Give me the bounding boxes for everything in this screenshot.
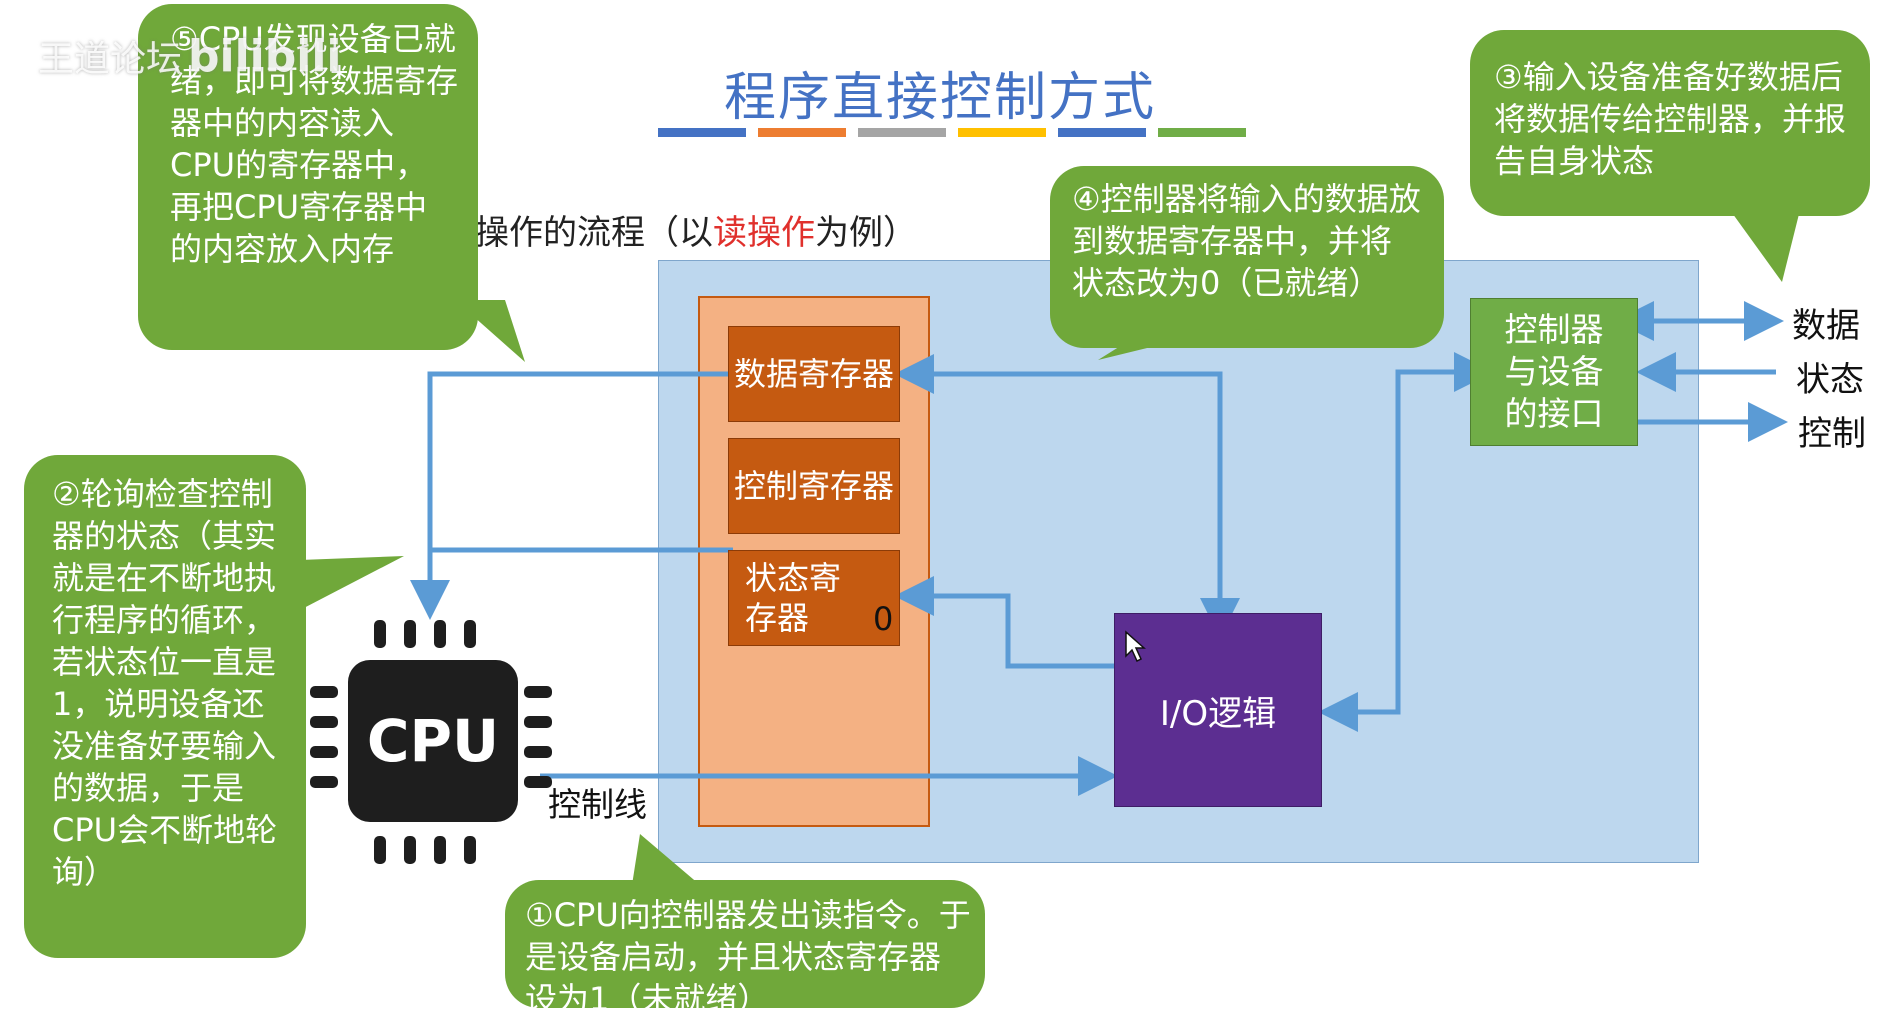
title-underline-segment: [1158, 128, 1246, 137]
cpu-label: CPU: [366, 707, 500, 775]
subtitle-highlight: 读操作: [713, 213, 815, 253]
interface-to-io-logic-line: [1318, 352, 1494, 732]
step4-bubble: ④控制器将输入的数据放到数据寄存器中，并将状态改为0（已就绪）: [1050, 166, 1444, 348]
data-signal-label: 数据: [1792, 306, 1860, 346]
io-logic-to-data-register-line: [894, 354, 1240, 638]
device-interface-block: 控制器与设备的接口: [1470, 298, 1638, 446]
cpu-pins: [310, 620, 552, 864]
control-signal-label: 控制: [1798, 414, 1866, 454]
data-register: 数据寄存器: [728, 326, 900, 422]
status-register: 状态寄存器 0: [728, 550, 900, 646]
io-logic-to-status-register-line: [894, 576, 1114, 669]
step2-bubble-tail: [300, 556, 404, 610]
status-signal-label: 状态: [1796, 360, 1864, 400]
step2-bubble: ②轮询检查控制器的状态（其实就是在不断地执行程序的循环，若状态位一直是1，说明设…: [24, 455, 306, 958]
device-interface-label: 控制器与设备的接口: [1504, 310, 1604, 433]
title-underline-segment: [858, 128, 946, 137]
watermark-brand: bilibili: [188, 31, 342, 82]
step1-bubble: ①CPU向控制器发出读指令。于是设备启动，并且状态寄存器设为1（未就绪）: [505, 880, 985, 1018]
status-register-label: 状态寄存器: [745, 559, 842, 637]
control-register: 控制寄存器: [728, 438, 900, 534]
page-title: 程序直接控制方式: [723, 68, 1156, 128]
step3-bubble-tail: [1730, 210, 1800, 282]
subtitle-prefix: 操作的流程（以: [475, 213, 713, 253]
control-line-label: 控制线: [548, 785, 647, 824]
step1-bubble-tail: [632, 834, 700, 885]
subtitle-suffix: 为例）: [815, 213, 917, 253]
status-register-value: 0: [873, 600, 894, 638]
title-underline-segment: [658, 128, 746, 137]
title-underline-segment: [758, 128, 846, 137]
subtitle: 操作的流程（以读操作为例）: [475, 205, 917, 254]
title-underline-segment: [958, 128, 1046, 137]
io-logic-block: I/O逻辑: [1114, 613, 1322, 807]
step5-bubble: ⑤CPU发现设备已就绪，即可将数据寄存器中的内容读入CPU的寄存器中，再把CPU…: [138, 4, 478, 350]
title-underline-segment: [1058, 128, 1146, 137]
cpu-chip-body: [348, 660, 518, 822]
data-register-to-cpu-line: [410, 371, 728, 620]
step3-bubble: ③输入设备准备好数据后将数据传给控制器，并报告自身状态: [1470, 30, 1870, 216]
watermark-site: 王道论坛: [38, 39, 183, 80]
